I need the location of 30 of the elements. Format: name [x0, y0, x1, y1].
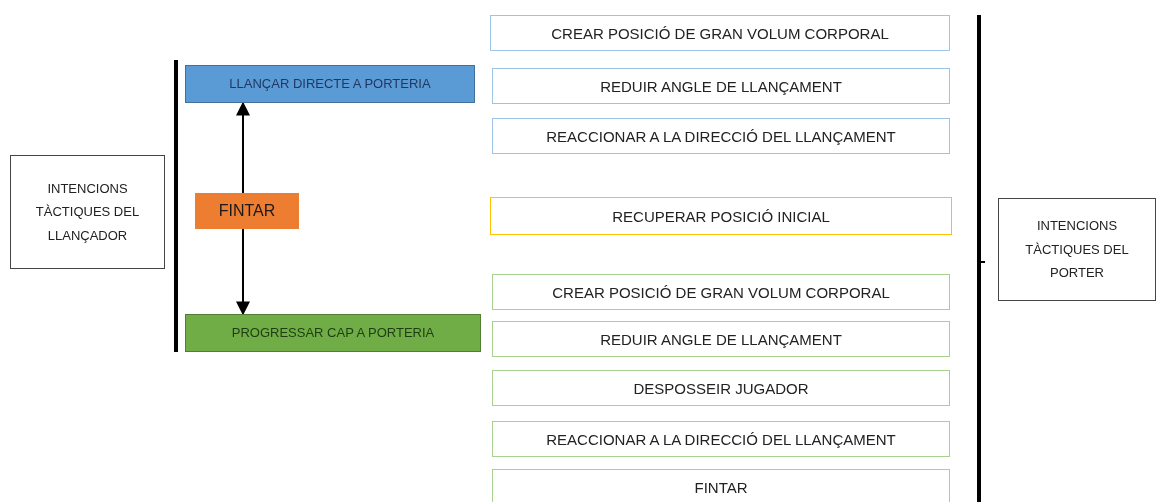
action-box: [490, 197, 952, 235]
box-text: PROGRESSAR CAP A PORTERIA: [231, 324, 435, 343]
box-text: FINTAR: [694, 477, 748, 498]
action-box: [185, 65, 475, 103]
box-text: LLANÇAR DIRECTE A PORTERIA: [229, 75, 431, 94]
box-text: DESPOSSEIR JUGADOR: [633, 378, 809, 399]
action-box: [492, 370, 950, 406]
arrow: [236, 228, 250, 316]
box-text: REACCIONAR A LA DIRECCIÓ DEL LLANÇAMENT: [546, 126, 896, 147]
box-text: REDUIR ANGLE DE LLANÇAMENT: [600, 76, 842, 97]
box-text: INTENCIONS TÀCTIQUES DEL LLANÇADOR: [34, 179, 141, 245]
box-text: CREAR POSICIÓ DE GRAN VOLUM CORPORAL: [551, 23, 889, 44]
side-label-box: [998, 198, 1156, 301]
box-text: FINTAR: [218, 200, 276, 221]
action-box: [492, 68, 950, 104]
box-text: REDUIR ANGLE DE LLANÇAMENT: [600, 329, 842, 350]
action-box: [492, 274, 950, 310]
box-text: RECUPERAR POSICIÓ INICIAL: [612, 206, 830, 227]
box-text: REACCIONAR A LA DIRECCIÓ DEL LLANÇAMENT: [546, 429, 896, 450]
action-box: [492, 118, 950, 154]
action-box: [492, 469, 950, 502]
side-label-box: [10, 155, 165, 269]
box-text: INTENCIONS TÀCTIQUES DEL PORTER: [1024, 217, 1130, 283]
box-text: CREAR POSICIÓ DE GRAN VOLUM CORPORAL: [552, 282, 890, 303]
action-box: [185, 314, 481, 352]
action-box: [492, 321, 950, 357]
action-box: [490, 15, 950, 51]
action-box: [195, 193, 299, 229]
arrow: [236, 101, 250, 194]
action-box: [492, 421, 950, 457]
